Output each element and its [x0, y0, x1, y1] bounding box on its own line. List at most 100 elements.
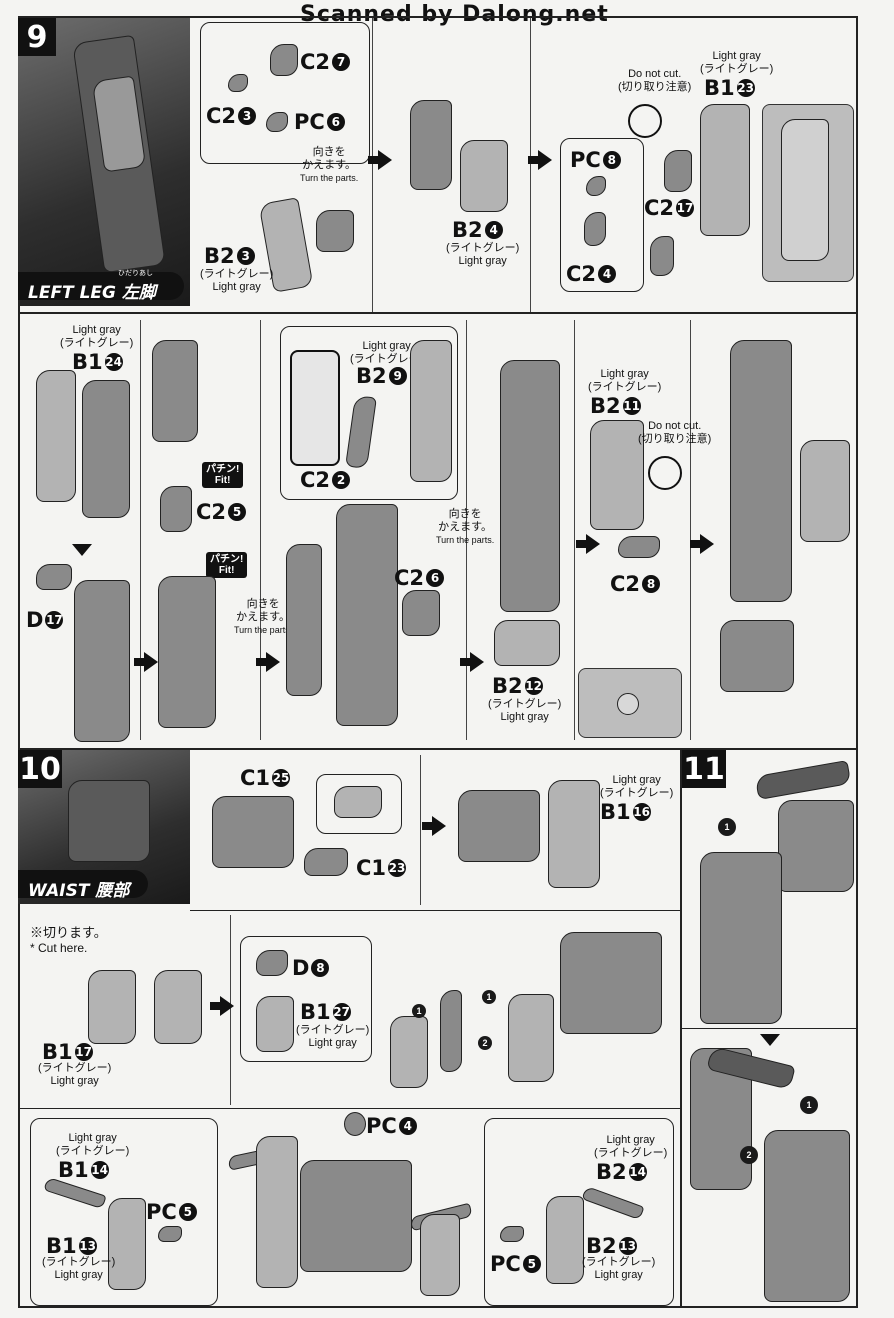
step-number-9: 9 — [18, 18, 56, 56]
ruby-hidariashi: ひだりあし — [118, 270, 153, 277]
part-ball-joint-shape — [650, 236, 674, 276]
part-waist-assembly-shape — [560, 932, 662, 1034]
flow-arrow — [460, 652, 484, 672]
part-c1-23-shape — [304, 848, 348, 876]
part-b2-4-shape — [460, 140, 508, 212]
order-badge-1b: 1 — [482, 990, 496, 1004]
part-thigh-shape — [152, 340, 198, 442]
flow-arrow — [210, 996, 234, 1016]
b1-23-color: Light gray(ライトグレー) — [700, 50, 774, 75]
order-badge-1: 1 — [412, 1004, 426, 1018]
part-side-armor-shape — [286, 544, 322, 696]
cut-here-en: * Cut here. — [30, 941, 88, 955]
flow-arrow — [690, 534, 714, 554]
b2-4-color: (ライトグレー)Light gray — [446, 242, 520, 267]
flow-arrow — [576, 534, 600, 554]
part-leg-step11-shape — [700, 852, 782, 1024]
no-cut-icon — [628, 104, 662, 138]
section-label-left-leg: LEFT LEG 左脚 — [28, 278, 156, 303]
step-number-11: 11 — [682, 750, 726, 788]
part-d-17-shape — [36, 564, 72, 590]
b1-24-color: Light gray(ライトグレー) — [60, 324, 134, 349]
part-d-8-shape — [256, 950, 288, 976]
part-c2-6-shape — [402, 590, 440, 636]
part-rod-shape — [440, 990, 462, 1072]
flow-arrow — [256, 652, 280, 672]
b2-13-color: (ライトグレー)Light gray — [582, 1256, 656, 1281]
divider-v — [420, 755, 421, 905]
part-armor-final-shape — [800, 440, 850, 542]
divider-step10-row1 — [190, 910, 680, 911]
b2-14-color: Light gray(ライトグレー) — [594, 1134, 668, 1159]
divider-v — [466, 320, 467, 740]
flow-arrow — [134, 652, 158, 672]
section-label-bar — [18, 870, 148, 898]
flow-arrow-down — [72, 544, 92, 556]
left-leg-hero-image — [18, 18, 190, 306]
part-b1-13-shape — [108, 1198, 146, 1290]
part-c2-5-shape — [160, 486, 192, 532]
callout-box-pc8 — [560, 138, 644, 292]
part-c2-3-shape — [228, 74, 248, 92]
part-pc-4-shape — [344, 1112, 366, 1136]
flow-arrow-down — [760, 1034, 780, 1046]
b2-9-color: Light gray(ライトグレー) — [350, 340, 424, 365]
b1-27-color: (ライトグレー)Light gray — [296, 1024, 370, 1049]
section-label-bar — [18, 272, 184, 300]
part-leg-assembled-shape — [74, 580, 130, 742]
part-b1-24-shape — [36, 370, 76, 502]
reference-part-shape — [781, 119, 829, 261]
part-b2-13-shape — [546, 1196, 584, 1284]
divider-step10 — [18, 748, 858, 750]
divider-v — [690, 320, 691, 740]
flow-arrow — [422, 816, 446, 836]
section-label-en: LEFT LEG — [28, 283, 116, 303]
divider-step10-row2 — [18, 1108, 680, 1109]
callout-box-b1-side — [30, 1118, 218, 1306]
part-knee-shape — [410, 100, 452, 190]
fit-badge-1: パチン!Fit! — [202, 462, 244, 488]
part-b2-11-shape — [590, 420, 644, 530]
divider-v — [530, 18, 531, 312]
b1-16-color: Light gray(ライトグレー) — [600, 774, 674, 799]
part-b1-17-right-shape — [154, 970, 202, 1044]
part-leg-main-shape — [336, 504, 398, 726]
callout-box-b2-side — [484, 1118, 674, 1306]
do-not-cut-note: Do not cut.(切り取り注意) — [618, 68, 692, 93]
turn-note-2: 向きをかえます。 Turn the parts. — [234, 598, 293, 635]
section-label-en: WAIST — [28, 881, 90, 901]
order-badge-11-1b: 1 — [800, 1096, 818, 1114]
reference-inset-2 — [578, 668, 682, 738]
divider-v — [372, 18, 373, 312]
part-c2-4-shape — [584, 212, 606, 246]
part-waist-top-shape — [778, 800, 854, 892]
part-b1-17-left-shape — [88, 970, 136, 1044]
b2-12-color: (ライトグレー)Light gray — [488, 698, 562, 723]
reference-inset — [762, 104, 854, 282]
part-c1-detail-shape — [334, 786, 382, 818]
part-c2-7-shape — [270, 44, 298, 76]
section-label-jp: 左脚 — [121, 283, 156, 303]
part-leg-step11b-shape — [764, 1130, 850, 1302]
part-b2-9-shape — [410, 340, 452, 482]
reference-joint — [617, 693, 639, 715]
part-c2-17-shape — [664, 150, 692, 192]
